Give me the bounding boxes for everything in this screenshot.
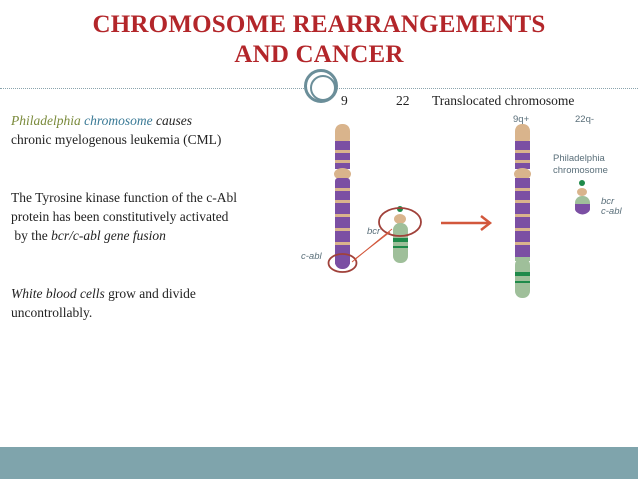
paragraph-philadelphia-line1: Philadelphia chromosome causes [11, 111, 221, 130]
label-translocated-chromosome: Translocated chromosome [432, 93, 575, 108]
label-bcr-left: bcr [367, 226, 381, 237]
chromosome-22 [378, 206, 422, 263]
label-chromosome-9: 9 [341, 93, 348, 108]
title-line-1: CHROMOSOME REARRANGEMENTS [92, 11, 546, 38]
label-cabl-left: c-abl [301, 251, 322, 262]
term-philadelphia: Philadelphia [11, 113, 81, 128]
paragraph-tyrosine-line1: The Tyrosine kinase function of the c-Ab… [11, 190, 237, 205]
term-causes: causes [156, 113, 192, 128]
label-philadelphia-chromosome: Philadelphia chromosome [553, 153, 608, 177]
label-22q-minus: 22q- [575, 114, 595, 125]
paragraph-wbc-rest: grow and divide [104, 286, 196, 301]
paragraph-tyrosine-line2: protein has been constitutively activate… [11, 209, 229, 224]
paragraph-philadelphia: Philadelphia chromosome causes chronic m… [11, 111, 221, 149]
term-chromosome: chromosome [84, 113, 153, 128]
paragraph-tyrosine-line3-prefix: by the [11, 228, 52, 243]
title-line-2: AND CANCER [234, 41, 404, 68]
chromosome-9 [327, 124, 358, 273]
paragraph-tyrosine-line3: by the bcr/c-abl gene fusion [11, 226, 237, 245]
chromosome-9q-plus [514, 124, 531, 298]
label-cabl-right: c-abl [601, 206, 622, 217]
slide-title: CHROMOSOME REARRANGEMENTS AND CANCER [0, 10, 638, 70]
paragraph-wbc-line2: uncontrollably. [11, 305, 93, 320]
label-philadelphia-line2: chromosome [553, 165, 608, 176]
divider-medallion-icon [304, 69, 338, 103]
label-bcr-right: bcr [601, 196, 615, 207]
translocation-arrow-icon [441, 215, 493, 231]
term-bcr-cabl-fusion: bcr/c-abl gene fusion [51, 228, 166, 243]
label-9q-plus: 9q+ [513, 114, 530, 125]
paragraph-tyrosine-kinase: The Tyrosine kinase function of the c-Ab… [11, 188, 237, 245]
paragraph-philadelphia-line2: chronic myelogenous leukemia (CML) [11, 132, 222, 147]
paragraph-wbc-line1: White blood cells grow and divide [11, 284, 196, 303]
label-philadelphia-line1: Philadelphia [553, 153, 605, 164]
paragraph-white-blood-cells: White blood cells grow and divide uncont… [11, 284, 196, 322]
footer-bar [0, 447, 638, 479]
swap-line-up [354, 231, 391, 260]
philadelphia-chromosome-22q-minus [575, 180, 590, 215]
label-chromosome-22: 22 [396, 93, 410, 108]
term-white-blood-cells: White blood cells [11, 286, 105, 301]
